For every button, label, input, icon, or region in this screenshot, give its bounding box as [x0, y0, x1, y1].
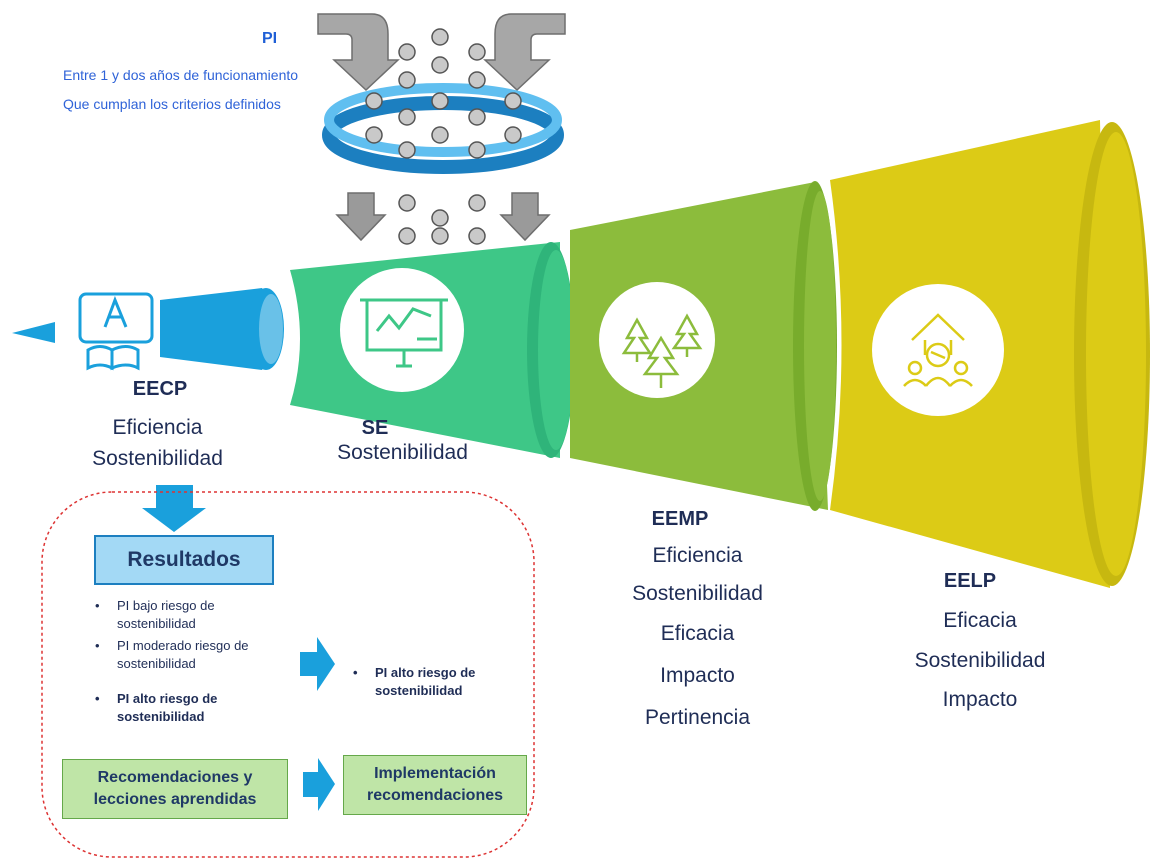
trees-icon	[621, 313, 703, 388]
down-arrow-small-right-icon	[499, 192, 551, 242]
eecp-title: EECP	[132, 378, 188, 400]
eecp-line-2: Sostenibilidad	[92, 447, 223, 470]
learning-screen-book-icon	[78, 292, 154, 371]
se-line-1: Sostenibilidad	[337, 441, 468, 464]
presentation-chart-icon	[360, 298, 448, 368]
pi-criteria-2: Que cumplan los criterios definidos	[63, 96, 281, 112]
results-box: Resultados	[94, 535, 274, 585]
eecp-line-1: Eficiencia	[112, 416, 203, 439]
eemp-line-2: Sostenibilidad	[632, 582, 763, 605]
implementation-box: Implementación recomendaciones	[343, 755, 527, 815]
filter-graphic	[317, 13, 566, 245]
results-bullet-low: •PI bajo riesgo de sostenibilidad	[95, 598, 215, 631]
results-bullet-moderate-label: PI moderado riesgo de sostenibilidad	[117, 638, 249, 671]
eemp-line-4: Impacto	[660, 664, 735, 687]
eelp-funnel	[830, 120, 1150, 588]
pi-criteria-1: Entre 1 y dos años de funcionamiento	[63, 67, 299, 83]
down-arrow-right-icon	[483, 13, 566, 92]
eelp-line-1: Eficacia	[943, 609, 1017, 632]
results-bullet-high: •PI alto riesgo de sostenibilidad	[95, 691, 218, 724]
eecp-down-arrow-icon	[142, 485, 206, 532]
eelp-line-3: Impacto	[942, 688, 1018, 711]
eemp-title: EEMP	[651, 508, 709, 530]
eemp-funnel	[570, 181, 837, 511]
selected-high-risk: •PI alto riesgo de sostenibilidad	[353, 665, 476, 698]
selected-high-risk-label: PI alto riesgo de sostenibilidad	[375, 665, 476, 698]
results-right-arrow-icon	[300, 637, 335, 691]
results-bullet-low-label: PI bajo riesgo de sostenibilidad	[117, 598, 215, 631]
eemp-line-1: Eficiencia	[652, 544, 743, 567]
se-funnel	[290, 242, 575, 458]
eelp-line-2: Sostenibilidad	[914, 649, 1046, 672]
results-bullet-moderate: •PI moderado riesgo de sostenibilidad	[95, 638, 249, 671]
eecp-funnel	[12, 288, 284, 371]
se-title: SE	[361, 417, 389, 439]
down-arrow-left-icon	[317, 13, 400, 92]
results-bullet-high-label: PI alto riesgo de sostenibilidad	[117, 691, 218, 724]
eelp-title: EELP	[943, 570, 997, 592]
pi-title: PI	[262, 30, 278, 47]
results-container	[41, 491, 535, 858]
eemp-line-5: Pertinencia	[644, 706, 751, 729]
recommendations-box: Recomendaciones y lecciones aprendidas	[62, 759, 288, 819]
down-arrow-small-left-icon	[335, 192, 387, 242]
eemp-line-3: Eficacia	[660, 622, 735, 645]
recommendations-right-arrow-icon	[303, 758, 335, 811]
people-growth-arrow-icon	[903, 313, 973, 387]
